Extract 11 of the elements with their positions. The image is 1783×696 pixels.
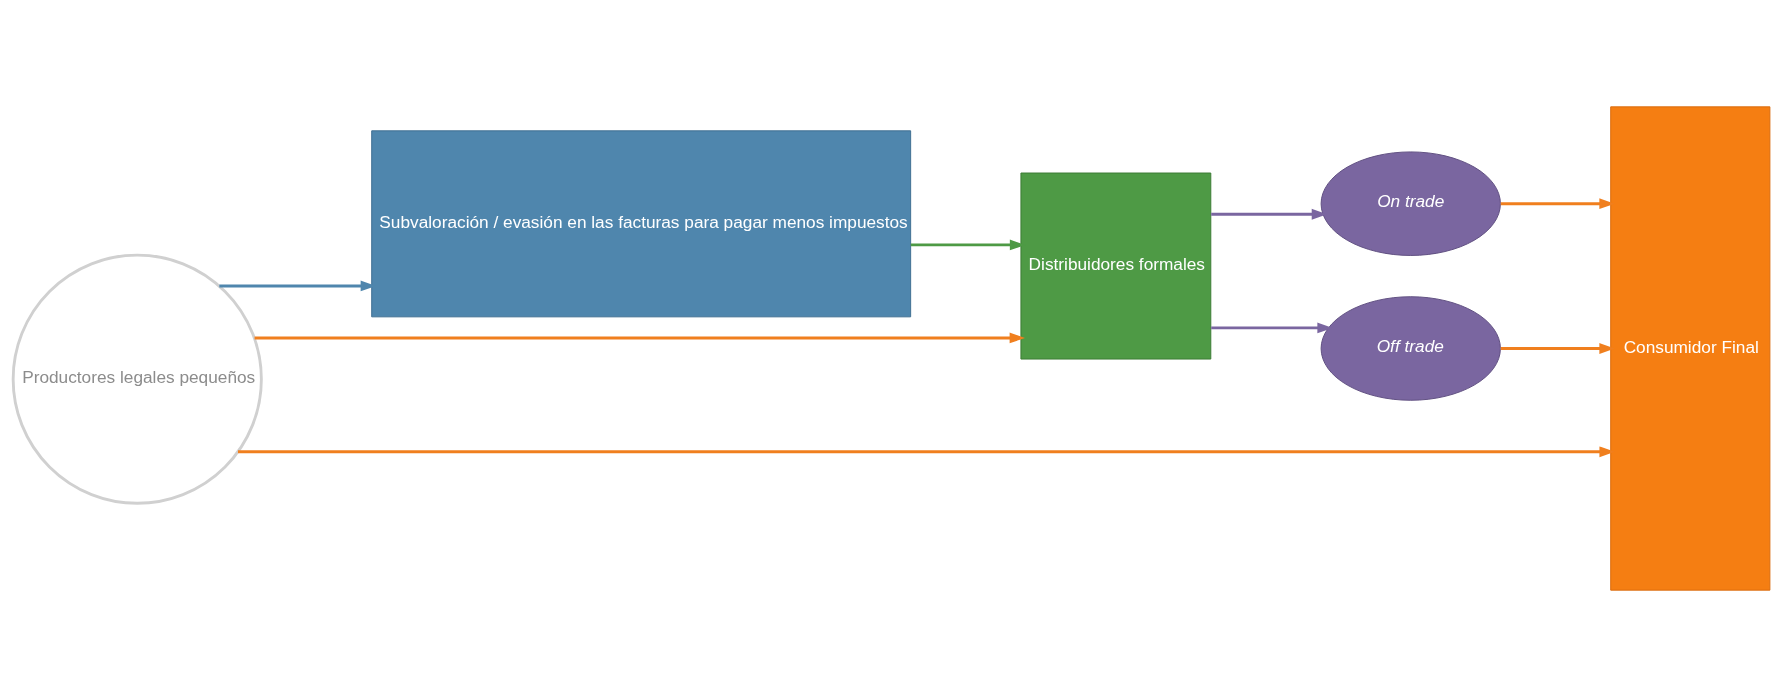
arrow — [1211, 322, 1333, 333]
node-box: Consumidor Final — [1610, 105, 1771, 591]
node-ellipse: Off trade — [1320, 295, 1501, 401]
arrow — [237, 445, 1615, 457]
node-ellipse: On trade — [1320, 150, 1501, 256]
node-circle: Productores legales pequeños — [11, 253, 263, 505]
arrow — [1500, 342, 1615, 354]
arrow — [254, 332, 1025, 343]
node-box: Subvaloración / evasión en las facturas para pagar menos impuestos — [371, 129, 912, 317]
arrow — [1500, 197, 1615, 209]
node-box: Distribuidores formales — [1020, 172, 1212, 360]
